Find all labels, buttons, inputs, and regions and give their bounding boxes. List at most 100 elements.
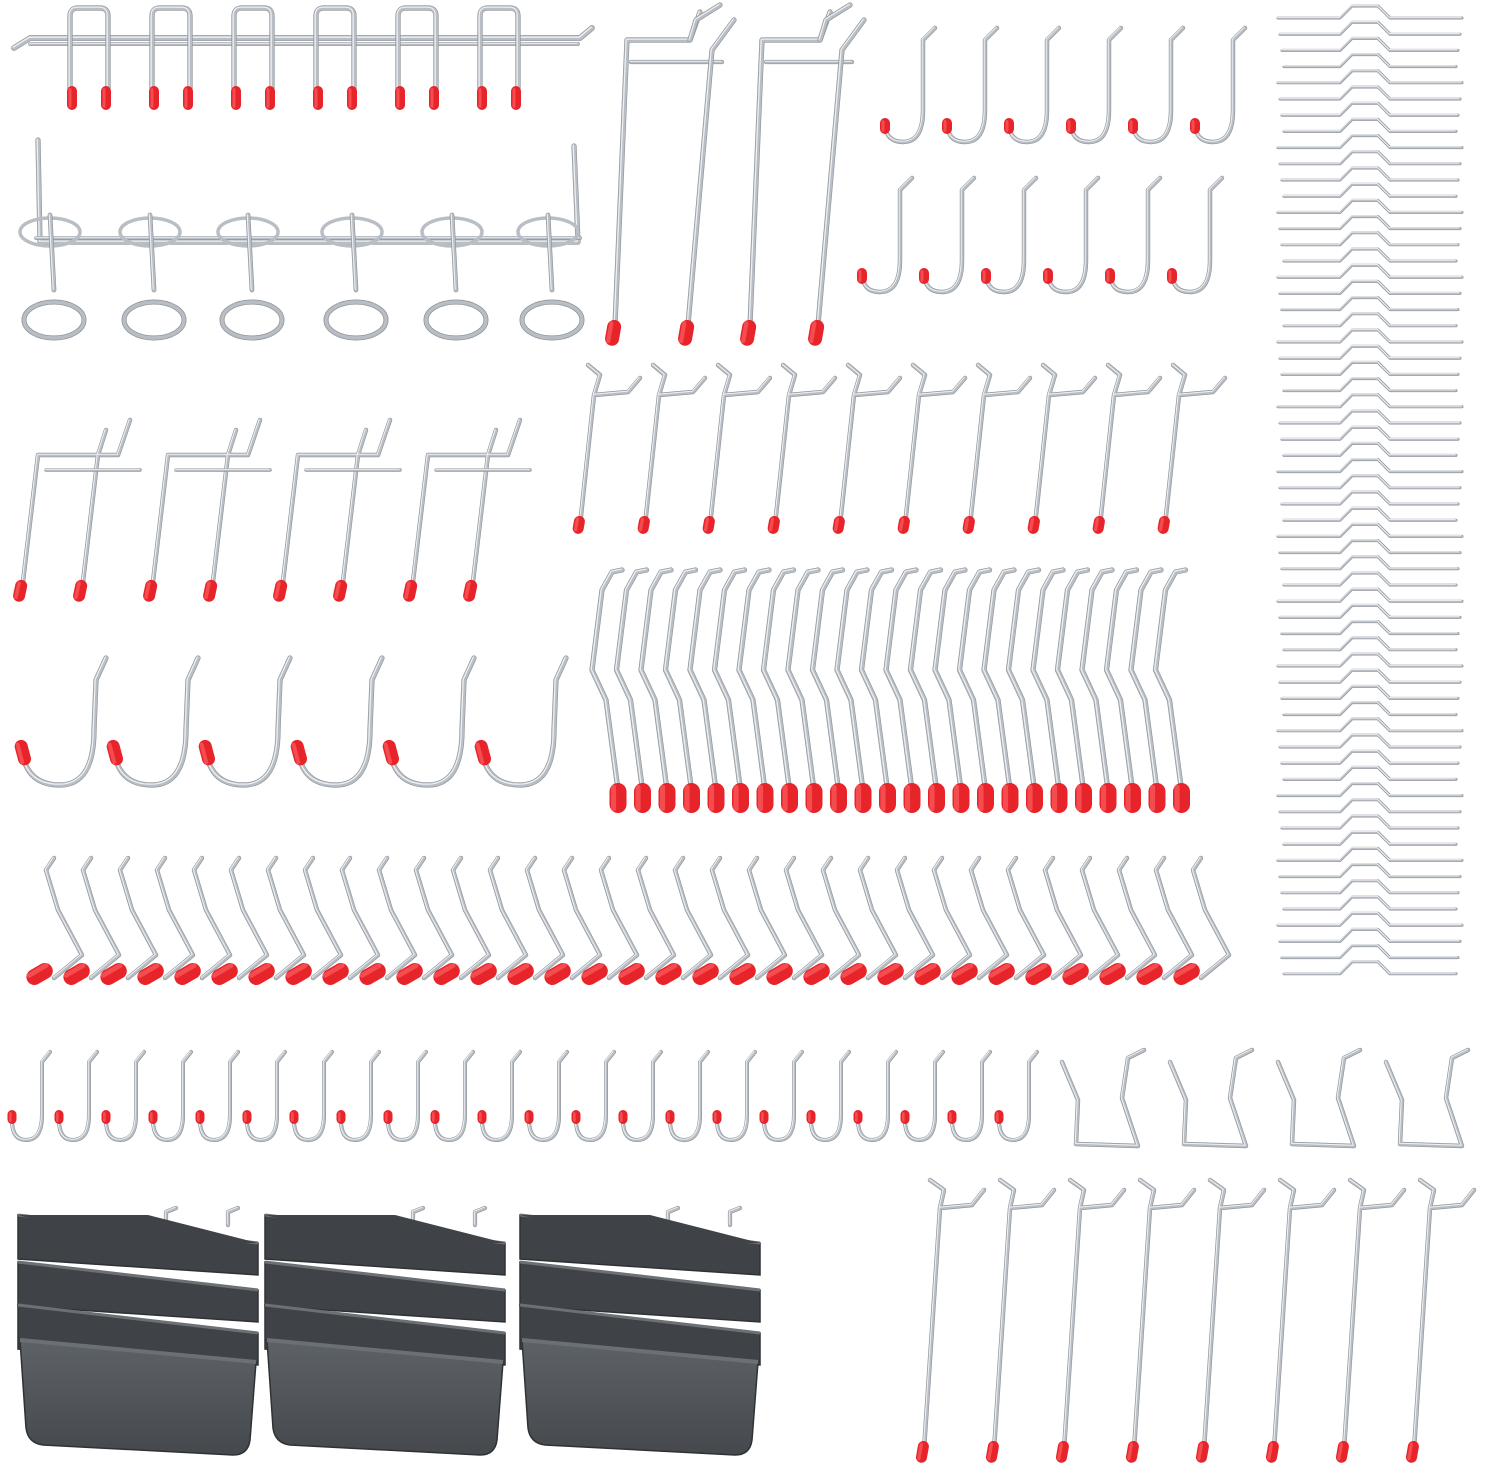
pegboard-lock [1280,231,1460,247]
double-hook-crossbar [174,468,272,472]
red-tip-cap [14,739,32,766]
tiny-j-hook [10,1050,52,1142]
red-tip-cap [477,86,487,110]
l-hooks-lower-row [26,855,1232,985]
pegboard-lock [1280,101,1460,117]
l-hook [709,855,751,981]
l-hook [598,855,640,981]
tiny-j-hook [245,1050,287,1142]
red-tip-cap [1043,268,1053,284]
l-hook [613,567,650,793]
long-single-hook [1271,1177,1337,1453]
red-tip-cap [1167,268,1177,284]
tiny-j-hook [292,1050,334,1142]
red-tip-cap [174,963,201,985]
red-tip-cap [524,1110,534,1124]
l-hook [785,567,821,793]
red-tip-cap [1055,1440,1069,1463]
l-hook [376,855,418,981]
pegboard-lock [1278,85,1462,101]
long-single-hook [1411,1177,1477,1453]
ring-bar-rail [34,236,582,240]
red-tip-cap [928,783,945,813]
red-tip-cap [830,783,847,813]
red-tip-cap [211,963,238,985]
red-tip-cap [63,963,90,985]
l-hook [907,567,944,793]
l-hook [968,855,1010,981]
tiny-j-hook [950,1050,992,1142]
pegboard-lock [1276,652,1464,668]
red-tip-cap [474,739,492,766]
pegboard-lock [1280,490,1460,506]
tiny-j-hook [997,1050,1039,1142]
l-hook [760,567,797,793]
red-tip-cap [273,579,288,602]
red-tip-cap [242,1110,252,1124]
red-tip-cap [54,1110,64,1124]
bent-tool-holders [1059,1047,1471,1149]
l-hook [858,567,895,793]
l-hook [711,567,748,793]
red-tip-cap [1025,963,1052,985]
double-hook-crossbar [44,468,142,472]
l-hook [1005,855,1047,981]
pegboard-lock [1276,782,1464,798]
pegboard-lock [1282,701,1458,717]
pegboard-lock [1282,117,1458,133]
red-tip-cap [732,783,749,813]
red-tip-cap [143,579,158,602]
j-hook [1068,25,1124,145]
red-tip-cap [1124,783,1141,813]
pegboard-lock [1280,879,1460,895]
pegboard-lock [1282,182,1458,198]
l-hook [413,855,455,981]
support-bar-lower [28,42,580,46]
tall-hook-arm [685,2,737,328]
red-tip-cap [805,783,823,813]
l-hook [687,567,723,793]
ring-stem [147,212,157,293]
pegboard-lock [1280,620,1460,636]
red-tip-cap [977,783,994,813]
bent-tool-holder [1275,1047,1363,1149]
red-tip-cap [511,86,521,110]
double-hook-crossbar [304,468,402,472]
tiny-j-hook [715,1050,757,1142]
bin-opening [18,1215,258,1243]
tiny-j-hook [480,1050,522,1142]
l-hook [117,855,159,981]
l-hook [265,855,307,981]
u-hook [67,5,111,91]
red-tip-cap [1157,515,1170,534]
pegboard-lock [1278,603,1462,619]
red-tip-cap [1148,783,1166,813]
l-hook [561,855,603,981]
lower-ring [122,300,186,340]
lower-ring [324,300,388,340]
tiny-j-hook [151,1050,193,1142]
bin-hanger [225,1205,241,1228]
red-tip-cap [1092,515,1105,534]
red-tip-cap [1099,783,1117,813]
l-hook [662,567,699,793]
pegboard-lock [1276,393,1464,409]
large-j-hook [111,655,201,788]
pegboard-lock [1282,377,1458,393]
large-j-hook [295,655,385,788]
l-hook [820,855,862,981]
tiny-j-hook [903,1050,945,1142]
red-tip-cap [879,783,896,813]
pegboard-lock [1276,328,1464,344]
tiny-j-hook [386,1050,428,1142]
long-single-hook [921,1177,987,1453]
pegboard-lock [1278,20,1462,36]
red-tip-cap [712,1110,722,1124]
l-hook [638,567,674,793]
l-hook [857,855,899,981]
pegboard-lock [1280,296,1460,312]
ring-stem [545,212,555,293]
l-hook [1116,855,1158,981]
single-hook [1097,362,1163,528]
long-single-hook [991,1177,1057,1453]
